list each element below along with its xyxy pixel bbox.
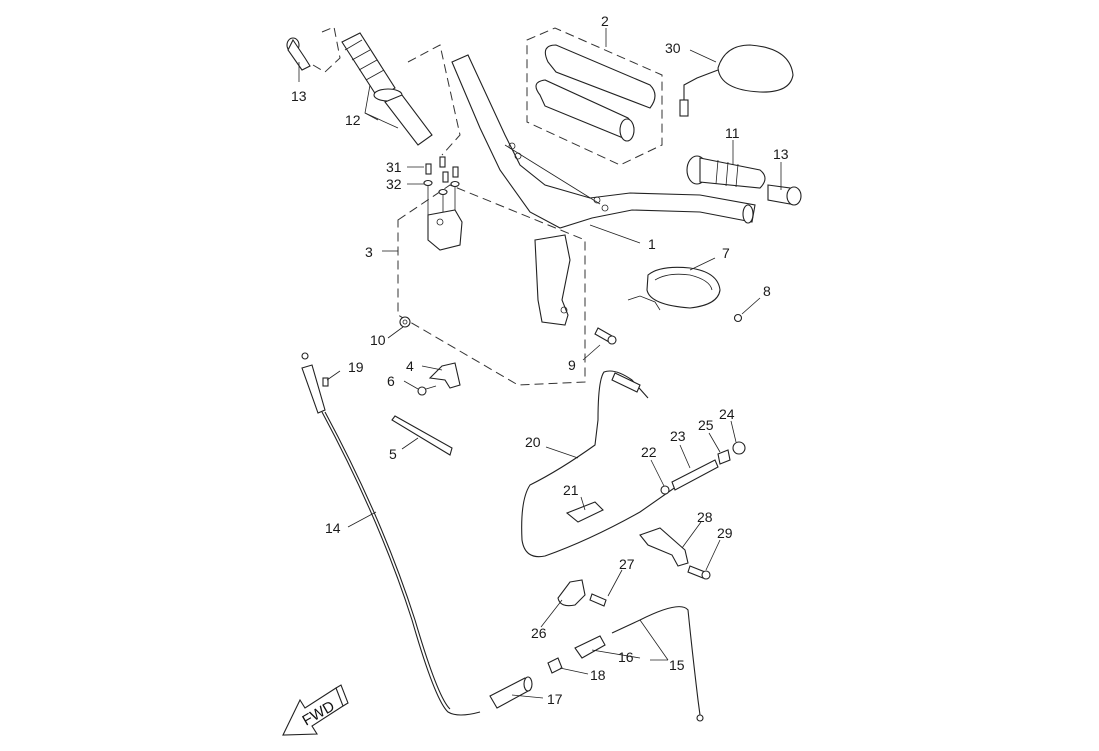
callout-21: 21 <box>563 482 579 498</box>
callout-2: 2 <box>601 13 609 29</box>
clip-21 <box>565 501 604 523</box>
callout-31: 31 <box>386 159 402 175</box>
callout-8: 8 <box>763 283 771 299</box>
handlebar-holder-upper <box>427 209 463 251</box>
holder-16 <box>574 635 606 659</box>
callout-16: 16 <box>618 649 634 665</box>
callout-6: 6 <box>387 373 395 389</box>
callout-4: 4 <box>406 358 414 374</box>
holder-bolts <box>423 156 460 222</box>
grip-end-right <box>767 184 802 206</box>
callout-22: 22 <box>641 444 657 460</box>
callout-28: 28 <box>697 509 713 525</box>
callout-15: 15 <box>669 657 685 673</box>
throttle-cable <box>301 352 481 716</box>
bracket-4 <box>428 362 461 389</box>
callout-labels: 1 2 3 4 5 6 7 8 9 10 11 12 13 13 14 15 1… <box>291 13 789 707</box>
callout-27: 27 <box>619 556 635 572</box>
callout-24: 24 <box>719 406 735 422</box>
throttle-grip-left <box>341 32 433 146</box>
handlebar-pad-group-outline <box>526 27 663 166</box>
holder-assembly-group-outline <box>397 184 586 386</box>
collar-18 <box>547 657 563 674</box>
callout-7: 7 <box>722 245 730 261</box>
callout-20: 20 <box>525 434 541 450</box>
cover <box>627 266 721 311</box>
mirror <box>679 44 794 117</box>
screw-8 <box>733 313 743 323</box>
collar-25 <box>717 449 731 465</box>
callout-13-right: 13 <box>773 146 789 162</box>
handlebar-pads <box>535 44 656 142</box>
callout-17: 17 <box>547 691 563 707</box>
callout-3: 3 <box>365 244 373 260</box>
bolt-9 <box>594 327 617 345</box>
callout-10: 10 <box>370 332 386 348</box>
forward-direction-arrow: FWD <box>282 684 349 736</box>
grip-end-left <box>286 37 311 71</box>
leader-lines <box>298 28 782 699</box>
callout-14: 14 <box>325 520 341 536</box>
grip-17 <box>489 676 533 709</box>
callout-23: 23 <box>670 428 686 444</box>
clamp-26 <box>557 579 586 607</box>
callout-13-left: 13 <box>291 88 307 104</box>
grip-group-outline-left <box>312 26 461 156</box>
callout-29: 29 <box>717 525 733 541</box>
cable-15 <box>611 606 704 722</box>
nut-10 <box>399 316 411 328</box>
bolt-6 <box>417 385 437 396</box>
callout-5: 5 <box>389 446 397 462</box>
bolt-27 <box>589 593 607 607</box>
washer-22 <box>660 485 670 495</box>
cable-tie <box>391 415 453 456</box>
bracket-28 <box>639 527 689 567</box>
callout-25: 25 <box>698 417 714 433</box>
callout-19: 19 <box>348 359 364 375</box>
callout-12: 12 <box>345 112 361 128</box>
callout-11: 11 <box>725 125 740 141</box>
screw-19 <box>322 377 329 387</box>
callout-32: 32 <box>386 176 402 192</box>
cable-20 <box>521 370 701 558</box>
callout-26: 26 <box>531 625 547 641</box>
callout-18: 18 <box>590 667 606 683</box>
nut-24 <box>732 441 746 455</box>
callout-1: 1 <box>648 236 656 252</box>
handlebar-holder-column <box>534 234 571 326</box>
bolt-29 <box>687 565 711 580</box>
grip-right <box>686 155 766 189</box>
spring-23 <box>671 459 719 491</box>
callout-9: 9 <box>568 357 576 373</box>
callout-30: 30 <box>665 40 681 56</box>
handlebar <box>451 54 756 229</box>
